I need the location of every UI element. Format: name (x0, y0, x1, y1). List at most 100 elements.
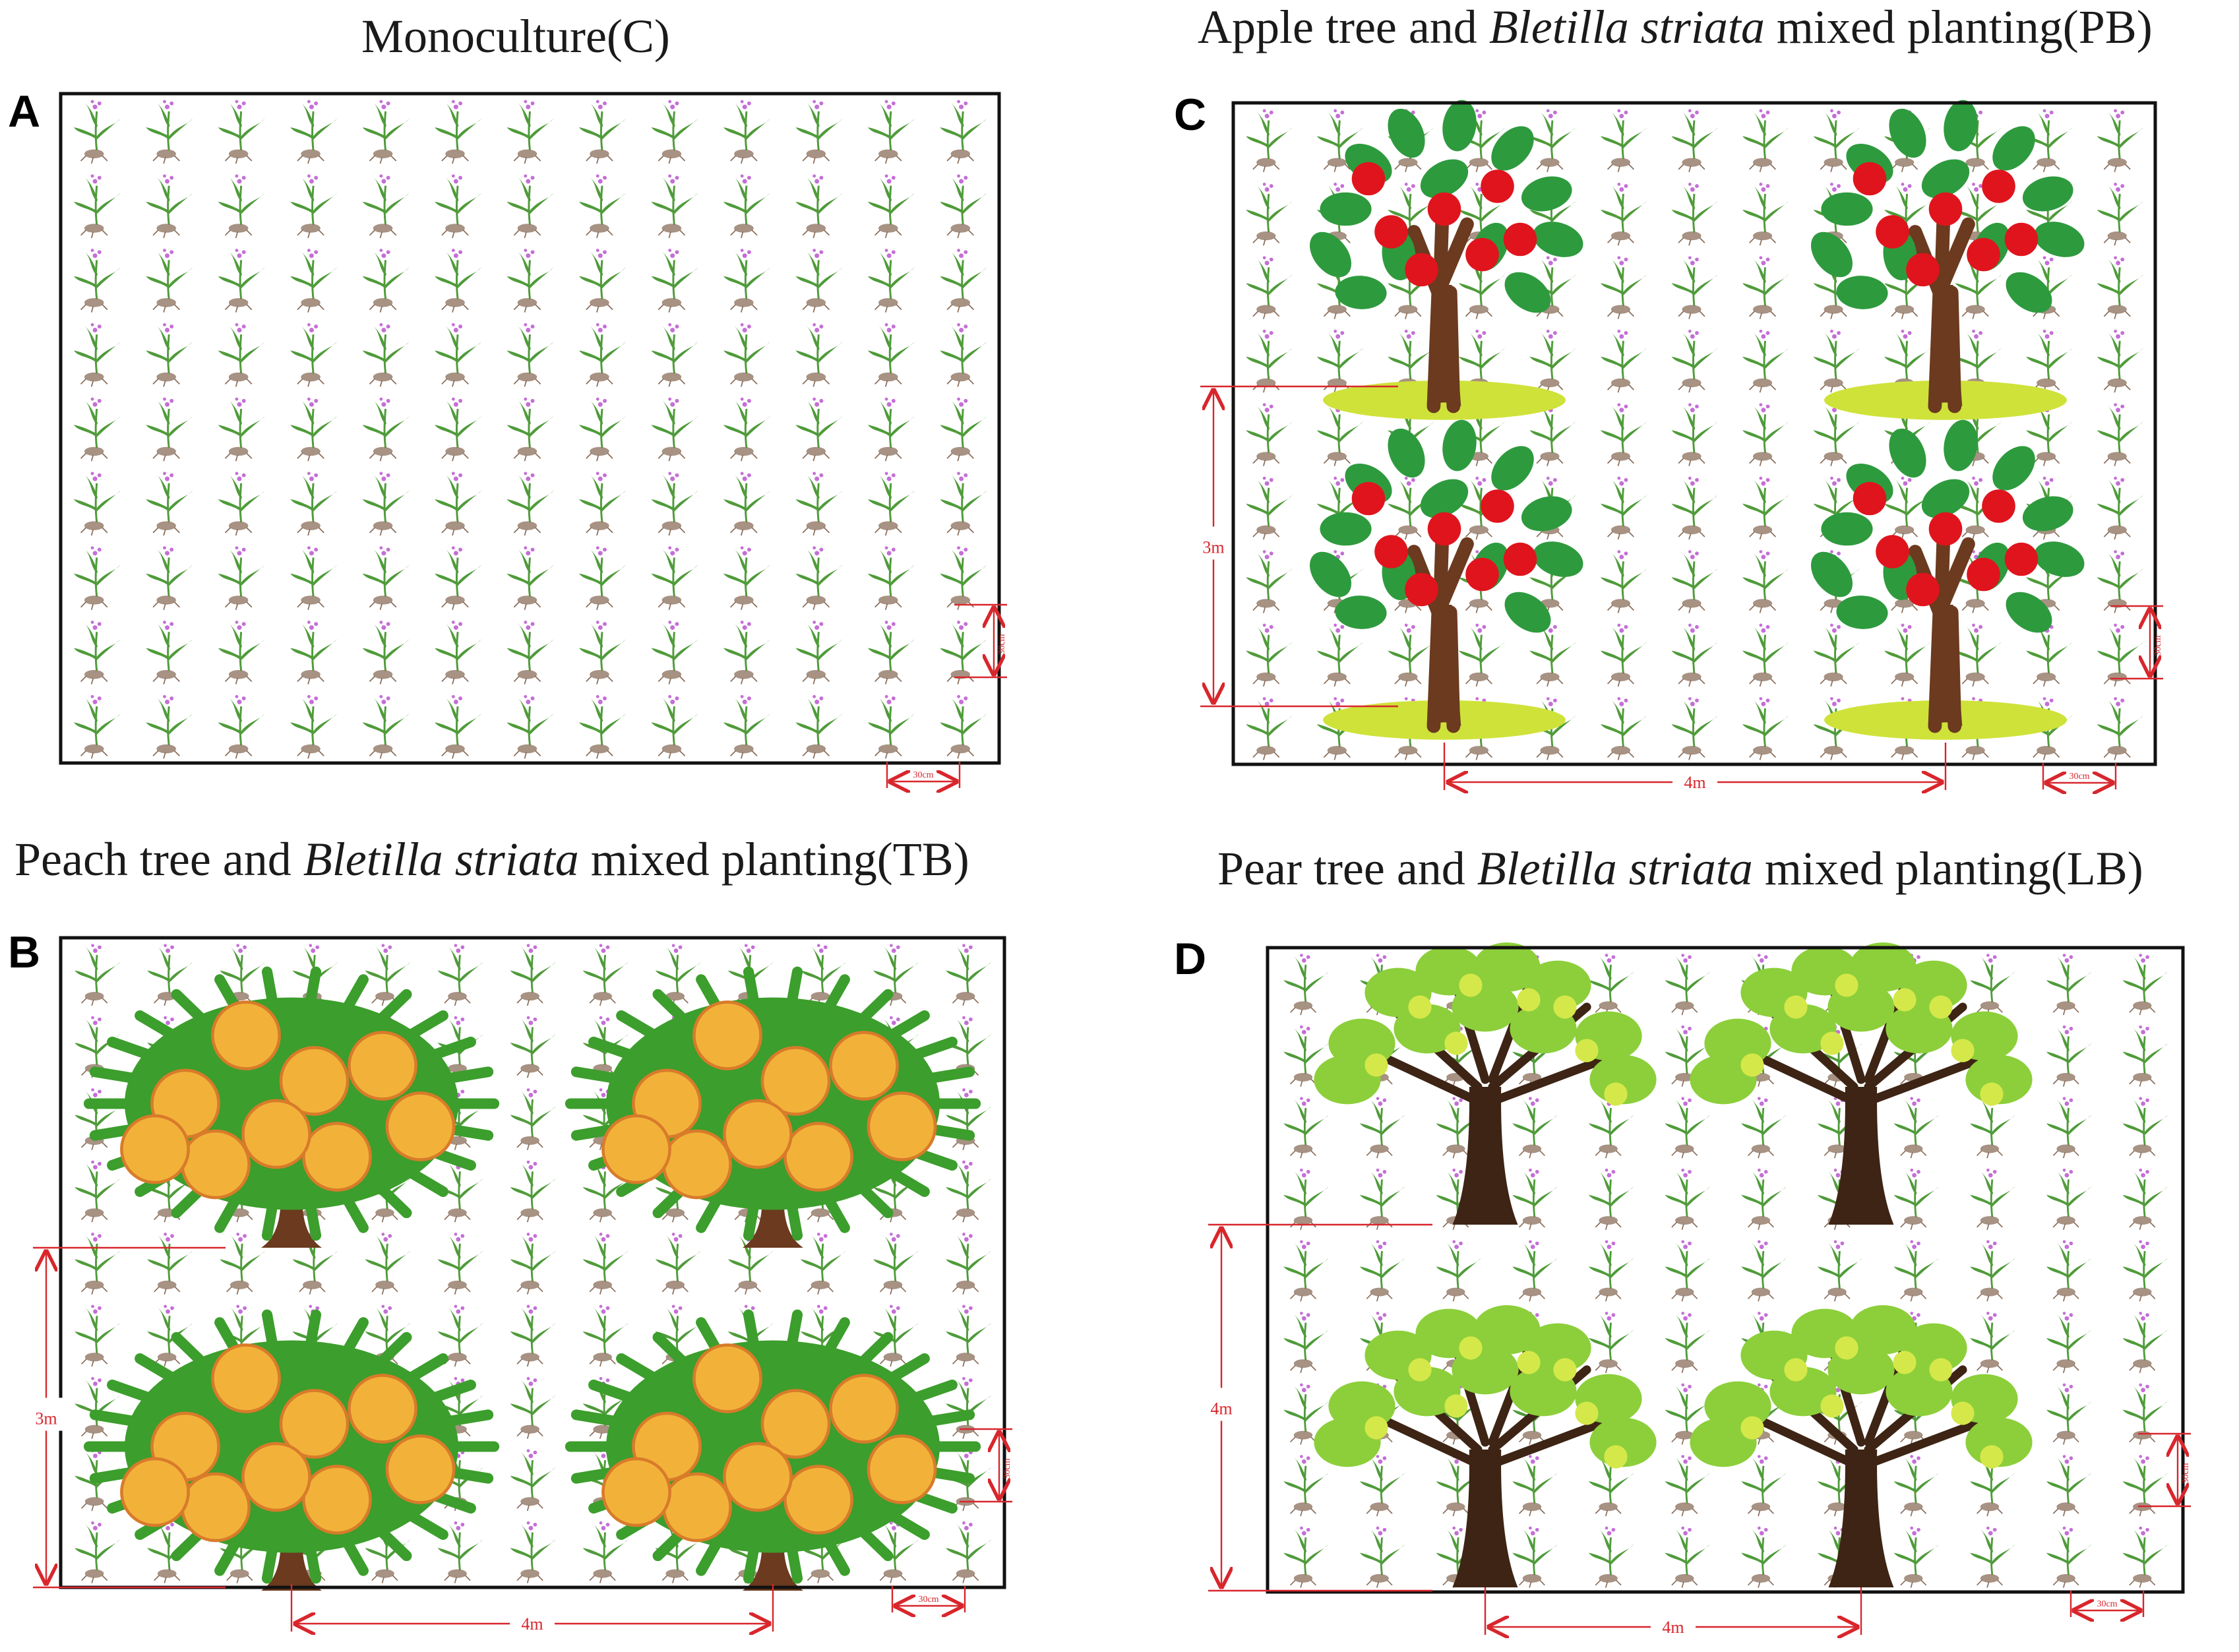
bletilla-plant (506, 323, 554, 387)
leaf (1811, 551, 1853, 597)
leaf (823, 1537, 850, 1576)
apple-fruit (1928, 192, 1963, 226)
bletilla-plant (1588, 1526, 1634, 1588)
leaf (171, 989, 208, 1025)
apple-fruit (2004, 542, 2039, 576)
bletilla-plant (218, 174, 265, 239)
leaf-cluster (1690, 1417, 1757, 1467)
leaf-cluster (1394, 1004, 1461, 1054)
bletilla-plant (506, 100, 554, 164)
bletilla-plant (2097, 623, 2144, 687)
bletilla-plant (1671, 109, 1718, 173)
bletilla-plant (362, 174, 410, 239)
bletilla-plant (362, 546, 410, 610)
apple-tree (1310, 100, 1583, 420)
leaf (857, 1331, 894, 1368)
panel-b-title-species: Bletilla striata (303, 833, 579, 886)
leaf (1310, 551, 1351, 597)
bletilla-plant (75, 1521, 121, 1583)
bletilla-plant (1970, 954, 2015, 1016)
apple-fruit (1876, 535, 1909, 568)
pear-tree (1690, 1305, 2033, 1587)
apple-fruit (1465, 557, 1499, 592)
bletilla-plant (290, 397, 338, 462)
bletilla-plant (1246, 550, 1293, 613)
bletilla-plant (1283, 1312, 1329, 1374)
bletilla-plant (1665, 954, 1711, 1016)
leaf (786, 1200, 803, 1241)
leaf (857, 1525, 894, 1562)
leaf (1335, 276, 1387, 309)
bletilla-plant (435, 174, 482, 239)
bletilla-plant (1283, 1383, 1329, 1445)
bletilla-plant (867, 174, 915, 239)
bletilla-plant (723, 621, 771, 685)
bletilla-plant (362, 621, 410, 685)
apple-fruit (1853, 162, 1887, 196)
trunk (261, 1530, 322, 1591)
pear-fruit (1951, 1401, 1975, 1425)
leaf (2006, 592, 2052, 633)
peach-fruit (279, 1389, 350, 1459)
bletilla-plant (73, 397, 121, 462)
bletilla-plant (362, 694, 410, 759)
bletilla-plant (146, 546, 193, 610)
bletilla-plant (795, 249, 843, 313)
pear-fruit (1365, 1416, 1388, 1440)
leaf-cluster (1900, 1323, 1967, 1373)
bletilla-plant (1742, 697, 1789, 760)
leaf (342, 1317, 369, 1357)
leaf-cluster (1524, 960, 1591, 1010)
bletilla-plant (290, 100, 338, 164)
panel-d-title: Pear tree and Bletilla striata mixed pla… (1217, 841, 2143, 896)
bletilla-plant (1741, 1526, 1787, 1588)
peach-fruit (692, 1000, 762, 1070)
bletilla-plant (946, 1233, 992, 1295)
bletilla-plant (506, 546, 554, 610)
pear-fruit (1365, 1053, 1388, 1077)
leaf (375, 1331, 412, 1368)
leaf-cluster (1849, 942, 1917, 992)
bletilla-plant (506, 621, 554, 685)
bletilla-plant (510, 1377, 556, 1439)
peach-fruit (601, 1114, 671, 1184)
peach-fruit (241, 1442, 311, 1512)
panel-c-title-species: Bletilla striata (1488, 1, 1765, 53)
pear-fruit (1784, 995, 1808, 1019)
bletilla-plant (146, 621, 193, 685)
panel-d-title-pre: Pear tree and (1217, 842, 1477, 895)
bletilla-plant (1970, 1168, 2015, 1230)
bletilla-plant (1665, 1455, 1711, 1517)
bletilla-plant (510, 1521, 556, 1583)
peach-fruit (829, 1031, 899, 1101)
bletilla-plant (510, 1233, 556, 1295)
leaf (1521, 176, 1572, 212)
peach-fruit (385, 1434, 456, 1504)
leaf (1992, 126, 2035, 171)
bletilla-plant (582, 1233, 629, 1295)
bletilla-plant (1359, 1240, 1405, 1302)
bletilla-plant (2046, 1312, 2092, 1374)
bletilla-plant (1893, 1097, 1940, 1159)
apple-fruit (1405, 572, 1438, 607)
bletilla-plant (940, 100, 987, 164)
leaf (1491, 446, 1534, 491)
pear-fruit (1553, 995, 1577, 1019)
pear-fruit (1517, 988, 1541, 1012)
bletilla-plant (510, 1304, 556, 1367)
peach-fruit (211, 1000, 281, 1070)
peach-fruit (662, 1472, 732, 1543)
bletilla-plant (651, 397, 698, 462)
plot-border (59, 92, 1001, 765)
bletilla-plant (2026, 623, 2073, 687)
pear-fruit (1517, 1351, 1541, 1374)
leaf (1320, 512, 1372, 546)
bletilla-plant (1742, 476, 1789, 540)
bletilla-plant (579, 472, 627, 536)
bletilla-plant (1529, 329, 1576, 393)
leaf (1491, 126, 1534, 171)
plant-spacing-label: 30cm (918, 1595, 938, 1605)
leaf (652, 1331, 689, 1368)
bletilla-plant (437, 1521, 483, 1583)
trunk (1452, 1087, 1518, 1225)
